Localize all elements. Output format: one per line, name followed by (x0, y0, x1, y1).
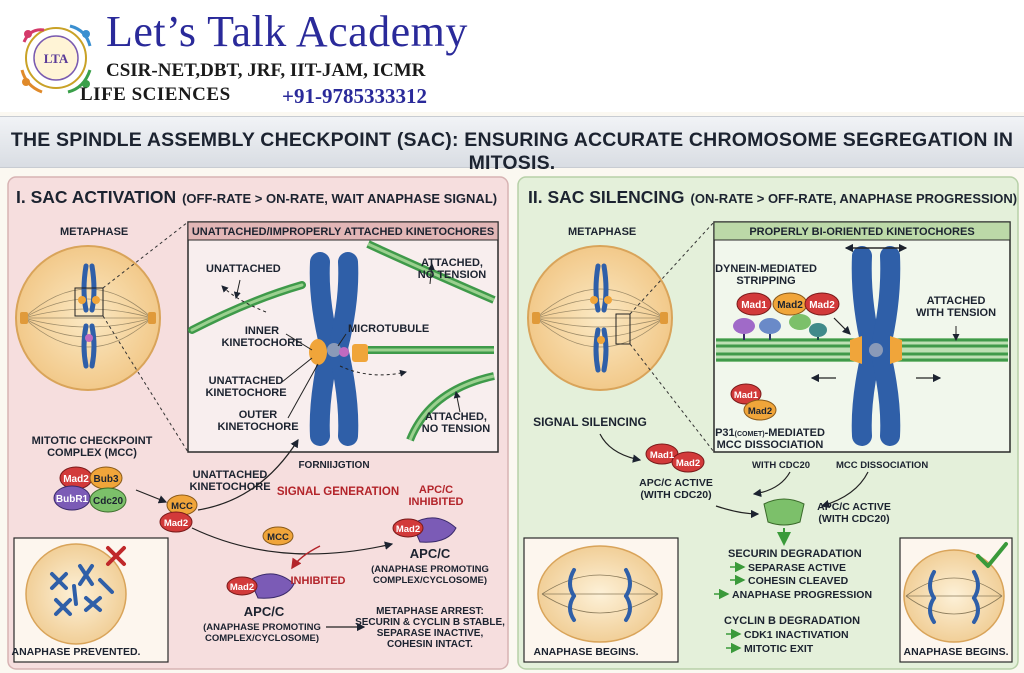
securin-pathway: SECURIN DEGRADATION SEPARASE ACTIVE COHE… (714, 548, 872, 601)
mad2-tag: Mad2 (164, 518, 188, 529)
p31-mad2: Mad2 (748, 406, 772, 417)
brand-name: Let’s Talk Academy (106, 7, 468, 56)
label-attached-no-tension-bottom: ATTACHED,NO TENSION (422, 411, 491, 435)
silencing-mad1: Mad1 (650, 450, 675, 461)
right-metaphase-cell (527, 245, 673, 391)
header: LTA Let’s Talk Academy CSIR-NET,DBT, JRF… (0, 0, 1024, 112)
logo-text: LTA (44, 51, 69, 66)
separase-active: SEPARASE ACTIVE (748, 562, 846, 574)
label-unattached: UNATTACHED (206, 263, 281, 275)
apc-mad2-tag-2: Mad2 (230, 582, 254, 593)
securin-degradation: SECURIN DEGRADATION (728, 548, 862, 560)
silencing-mad2: Mad2 (676, 458, 700, 469)
label-microtubule: MICROTUBULE (348, 323, 429, 335)
apc-mad2-tag: Mad2 (396, 524, 420, 535)
label-attached-no-tension-top: ATTACHED,NO TENSION (418, 257, 487, 281)
cyclin-pathway: CYCLIN B DEGRADATION CDK1 INACTIVATION M… (724, 615, 860, 655)
apc-c-label-2: APC/C (244, 604, 285, 619)
mcc-cdc20: Cdc20 (93, 496, 123, 507)
signal-silencing-label: SIGNAL SILENCING (533, 415, 647, 429)
anaphase-begins-label-1: ANAPHASE BEGINS. (533, 646, 638, 658)
right-zoom-title: PROPERLY BI-ORIENTED KINETOCHORES (749, 226, 974, 238)
apc-mad2-complex-2: Mad2 (226, 573, 295, 599)
apc-inhibited-complex: Mad2 (392, 517, 457, 543)
title-bar (0, 116, 1024, 168)
silencing-mad-complex: Mad1 Mad2 (645, 443, 705, 473)
exam-list: CSIR-NET,DBT, JRF, IIT-JAM, ICMR (106, 60, 426, 81)
right-panel: II. SAC SILENCING(ON-RATE > OFF-RATE, AN… (517, 176, 1019, 670)
mcc-bub3: Bub3 (94, 474, 119, 485)
strip-mad2: Mad2 (777, 300, 803, 311)
inhibited-label: INHIBITED (291, 575, 346, 587)
left-metaphase-label: METAPHASE (60, 226, 128, 238)
mcc-dissociation-label: MCC DISSOCIATION (836, 460, 928, 471)
anaphase-prevented-label: ANAPHASE PREVENTED. (12, 646, 141, 658)
right-heading: II. SAC SILENCING(ON-RATE > OFF-RATE, AN… (528, 187, 1017, 207)
with-cdc20-label: WITH CDC20 (752, 460, 810, 471)
right-zoom-box: PROPERLY BI-ORIENTED KINETOCHORES DYNEIN… (713, 221, 1011, 453)
mcc-mad2: Mad2 (63, 474, 89, 485)
diagram-canvas: I. SAC ACTIVATION(OFF-RATE > ON-RATE, WA… (7, 176, 1019, 670)
mcc-small-tag: MCC (267, 532, 289, 543)
anaphase-progression: ANAPHASE PROGRESSION (732, 589, 872, 601)
page-title: THE SPINDLE ASSEMBLY CHECKPOINT (SAC): E… (10, 129, 1014, 174)
apc-active-label-2: APC/C ACTIVE(WITH CDC20) (817, 501, 891, 525)
anaphase-begins-label-2: ANAPHASE BEGINS. (903, 646, 1008, 658)
p31-mad1: Mad1 (734, 390, 759, 401)
left-zoom-box: UNATTACHED/IMPROPERLY ATTACHED KINETOCHO… (187, 221, 499, 453)
anaphase-prevented-inset: ANAPHASE PREVENTED. (12, 537, 169, 663)
cyclin-b-degradation: CYCLIN B DEGRADATION (724, 615, 860, 627)
academy-logo: LTA (20, 24, 92, 94)
formation-label: FORNIIJGTION (298, 460, 369, 471)
subject-label: LIFE SCIENCES (80, 84, 231, 105)
signal-generation-label: SIGNAL GENERATION (277, 486, 399, 498)
mitotic-exit: MITOTIC EXIT (744, 643, 814, 655)
strip-mad2-b: Mad2 (809, 300, 835, 311)
mcc-mad2-complex: MCC Mad2 (159, 494, 198, 533)
cdk1-inactivation: CDK1 INACTIVATION (744, 629, 849, 641)
anaphase-begins-inset-2: ANAPHASE BEGINS. (899, 537, 1013, 663)
left-panel: I. SAC ACTIVATION(OFF-RATE > ON-RATE, WA… (7, 176, 509, 670)
left-zoom-title: UNATTACHED/IMPROPERLY ATTACHED KINETOCHO… (192, 226, 494, 238)
p31-mcc-complex: Mad1 Mad2 (730, 383, 777, 421)
left-metaphase-cell (15, 245, 161, 391)
left-heading: I. SAC ACTIVATION(OFF-RATE > ON-RATE, WA… (16, 187, 497, 207)
mcc-tag: MCC (171, 501, 193, 512)
strip-mad1: Mad1 (741, 300, 767, 311)
check-icon (976, 542, 1008, 568)
apc-active-complex (763, 498, 805, 526)
dynein-stripping-proteins: Mad1 Mad2 Mad2 (733, 292, 851, 340)
anaphase-begins-inset-1: ANAPHASE BEGINS. (523, 537, 679, 663)
mcc-complex: Mad2 Bub3 BubR1 Cdc20 (53, 466, 127, 513)
right-metaphase-label: METAPHASE (568, 226, 636, 238)
apc-c-label-1: APC/C (410, 546, 451, 561)
mcc-bubr1: BubR1 (56, 494, 89, 505)
cross-icon (106, 546, 126, 566)
apc-active-label-1: APC/C ACTIVE(WITH CDC20) (639, 477, 713, 501)
phone-number: +91-9785333312 (282, 84, 427, 108)
cohesin-cleaved: COHESIN CLEAVED (748, 575, 849, 587)
metaphase-arrest-text: METAPHASE ARREST:SECURIN & CYCLIN B STAB… (355, 606, 505, 650)
